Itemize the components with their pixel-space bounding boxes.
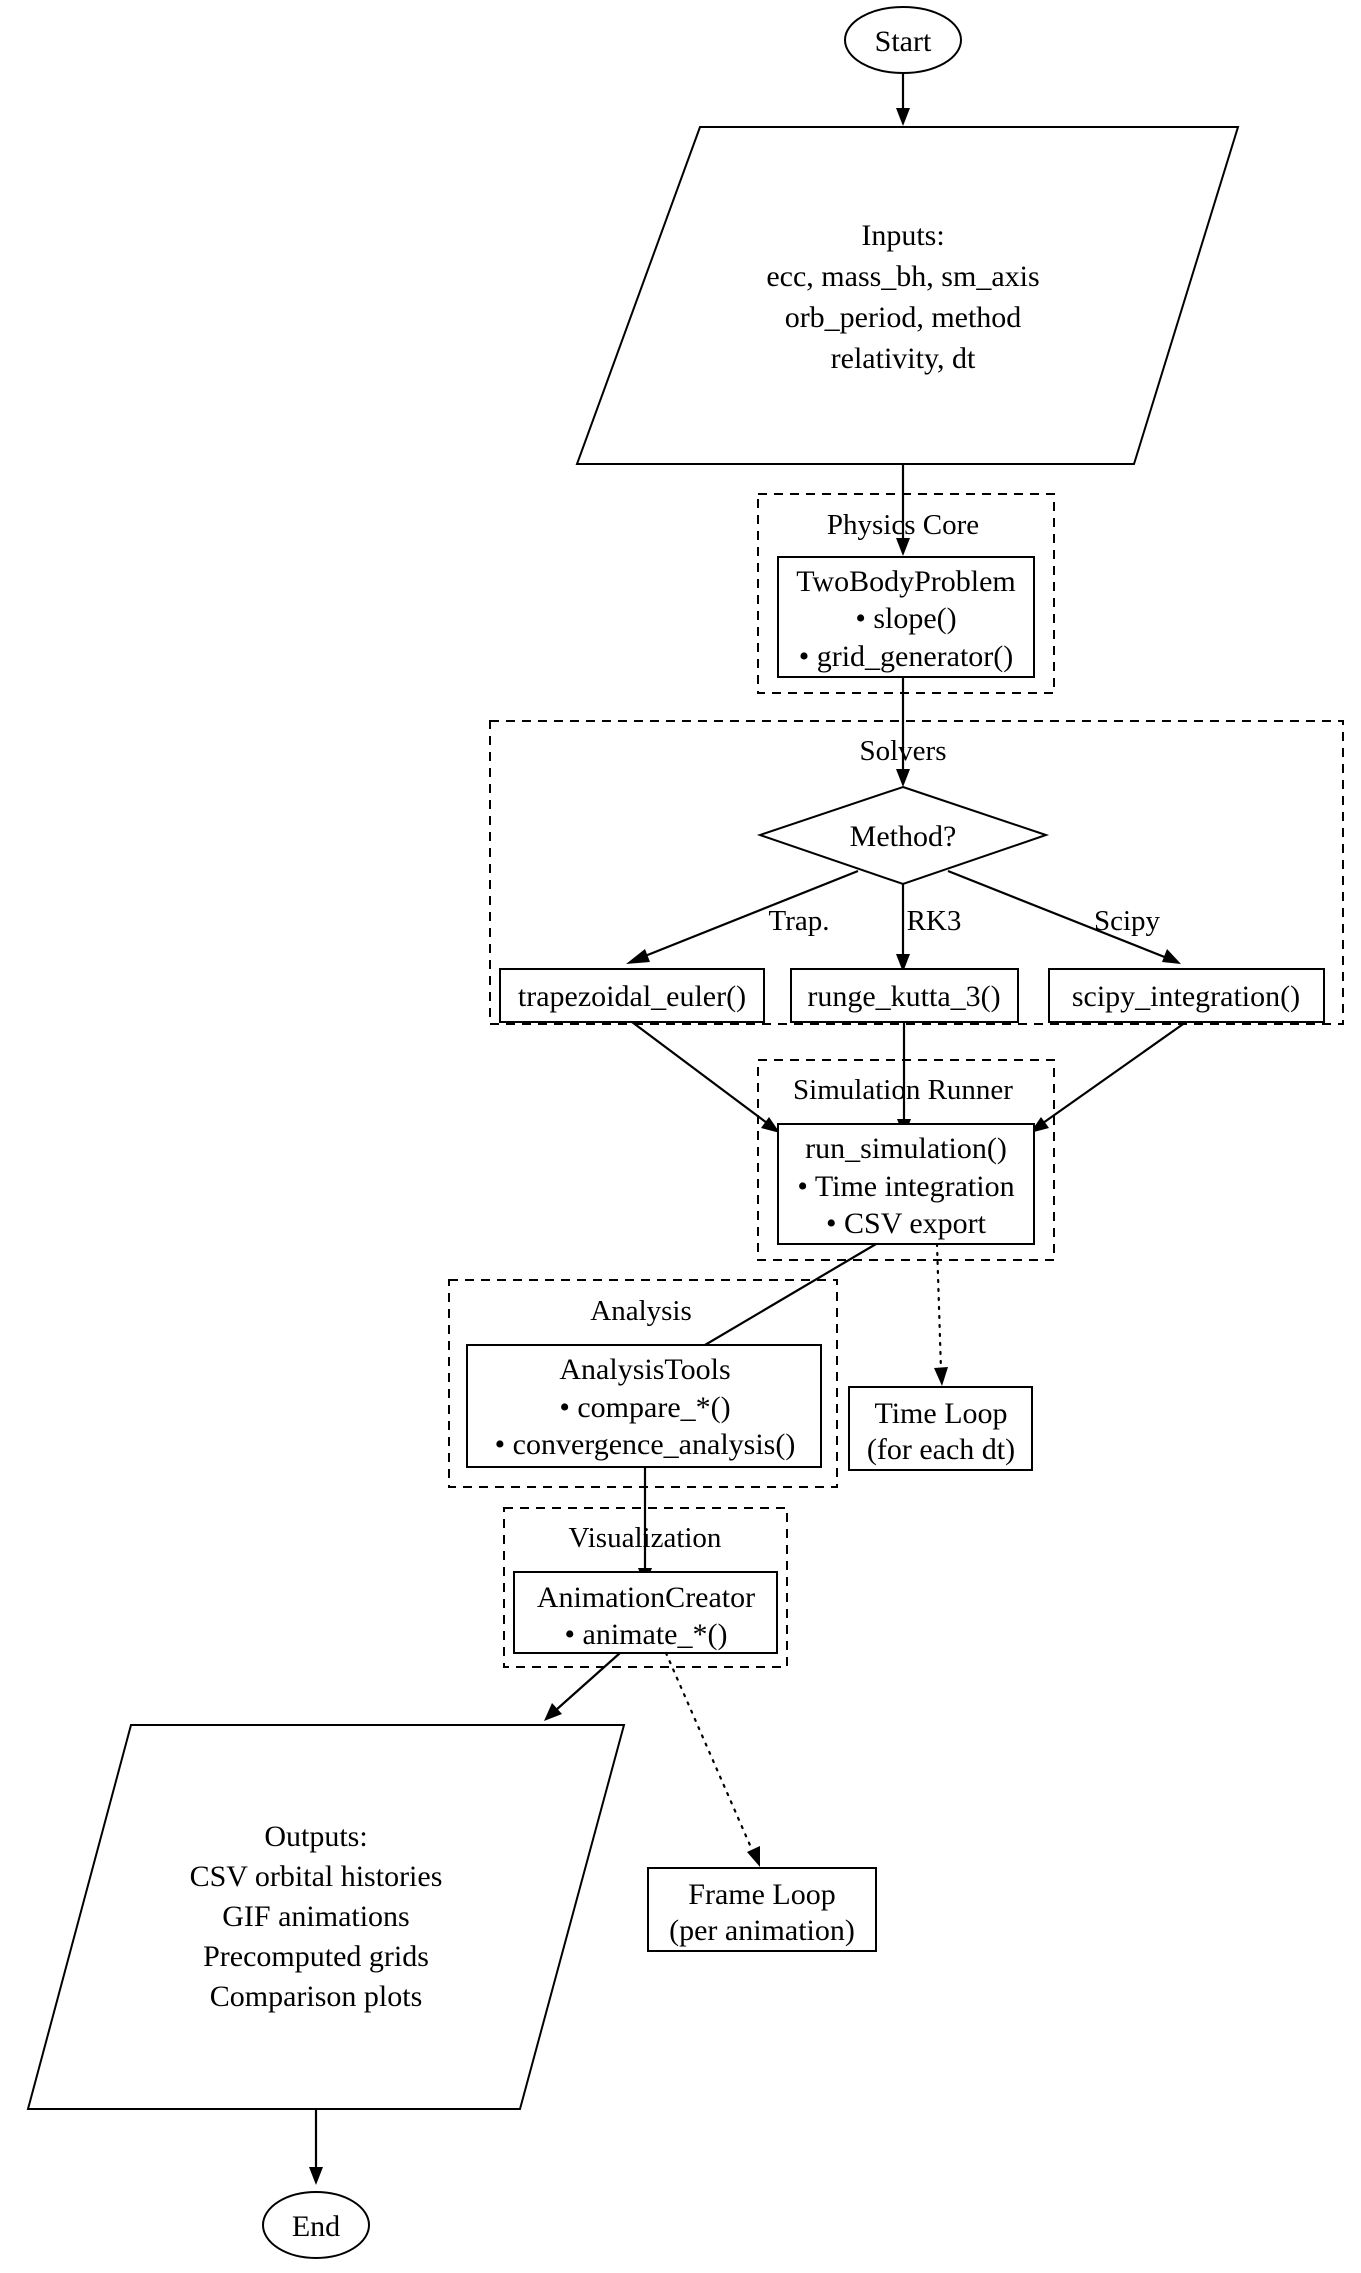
node-outputs[interactable]: Outputs: CSV orbital histories GIF anima… — [26, 1724, 626, 2110]
cluster-visualization: Visualization — [503, 1507, 788, 1668]
arrowhead-icon — [1162, 949, 1181, 964]
method-label: Method? — [850, 820, 957, 853]
scipy-integration-label: scipy_integration() — [1072, 980, 1300, 1013]
visualization-boundary — [503, 1507, 788, 1668]
arrowhead-icon — [896, 954, 910, 972]
arrowhead-icon — [761, 1117, 780, 1133]
scipy-integration-box — [1048, 968, 1325, 1023]
analysis-label: Analysis — [590, 1295, 692, 1327]
edge-label-rk3: RK3 — [907, 905, 962, 937]
start-label: Start — [875, 25, 932, 58]
cluster-solvers: Solvers — [489, 720, 1344, 1025]
arrowhead-icon — [896, 108, 910, 126]
physics-core-label: Physics Core — [827, 509, 979, 541]
runge-kutta-3-label: runge_kutta_3() — [807, 980, 1000, 1013]
runge-kutta-3-box — [790, 968, 1019, 1023]
end-label: End — [292, 2210, 340, 2243]
inputs-line-3: relativity, dt — [831, 342, 976, 375]
node-method-decision[interactable]: Method? — [756, 785, 1050, 886]
node-scipy-integration[interactable]: scipy_integration() — [1048, 968, 1325, 1023]
node-analysis-tools[interactable]: AnalysisTools • compare_*() • convergenc… — [466, 1344, 822, 1468]
end-ellipse — [262, 2191, 370, 2259]
frame-loop-line-1: (per animation) — [669, 1914, 855, 1947]
edge-inputs-to-twobody — [896, 464, 910, 556]
analysis-tools-line-1: • compare_*() — [559, 1391, 730, 1424]
animation-creator-line-0: AnimationCreator — [537, 1581, 755, 1614]
outputs-line-0: Outputs: — [264, 1820, 367, 1853]
outputs-line-2: GIF animations — [222, 1900, 410, 1933]
trapezoidal-euler-box — [499, 968, 765, 1023]
arrowhead-icon — [747, 1846, 760, 1867]
time-loop-line-1: (for each dt) — [867, 1433, 1015, 1466]
run-simulation-box — [777, 1123, 1035, 1245]
cluster-analysis: Analysis — [448, 1279, 838, 1488]
edge-runsim-to-timeloop — [934, 1242, 948, 1386]
node-run-simulation[interactable]: run_simulation() • Time integration • CS… — [777, 1123, 1035, 1245]
time-loop-line-0: Time Loop — [874, 1397, 1007, 1430]
edge-animationcreator-to-outputs — [544, 1652, 621, 1721]
time-loop-box — [848, 1386, 1033, 1471]
analysis-tools-box — [466, 1344, 822, 1468]
frame-loop-line-0: Frame Loop — [688, 1878, 835, 1911]
node-end[interactable]: End — [262, 2191, 370, 2259]
run-simulation-line-2: • CSV export — [826, 1207, 987, 1240]
trapezoidal-euler-label: trapezoidal_euler() — [518, 980, 746, 1013]
animation-creator-line-1: • animate_*() — [565, 1618, 728, 1651]
inputs-line-2: orb_period, method — [785, 301, 1022, 334]
node-start[interactable]: Start — [844, 6, 962, 74]
edge-start-to-inputs — [896, 73, 910, 126]
outputs-line-3: Precomputed grids — [203, 1940, 429, 1973]
arrowhead-icon — [896, 769, 910, 787]
two-body-line-1: • slope() — [855, 602, 956, 635]
physics-core-boundary — [757, 493, 1055, 694]
edge-twobody-to-method — [896, 677, 910, 787]
node-runge-kutta-3[interactable]: runge_kutta_3() — [790, 968, 1019, 1023]
edge-method-to-rungekutta: RK3 — [896, 884, 961, 972]
edge-animationcreator-to-frameloop — [664, 1651, 760, 1867]
frame-loop-box — [647, 1867, 877, 1952]
edge-method-to-scipy: Scipy — [947, 869, 1181, 964]
outputs-parallelogram — [26, 1724, 626, 2110]
two-body-line-0: TwoBodyProblem — [796, 565, 1016, 598]
edge-trapezoidal-to-runsim — [631, 1021, 780, 1133]
arrowhead-icon — [934, 1367, 948, 1386]
two-body-line-2: • grid_generator() — [799, 640, 1014, 673]
solvers-boundary — [489, 720, 1344, 1025]
node-trapezoidal-euler[interactable]: trapezoidal_euler() — [499, 968, 765, 1023]
edge-method-to-trapezoidal: Trap. — [626, 869, 859, 964]
simulation-runner-label: Simulation Runner — [793, 1074, 1013, 1106]
animation-creator-box — [513, 1571, 778, 1654]
two-body-problem-box — [777, 556, 1035, 678]
arrowhead-icon — [309, 2167, 323, 2185]
node-inputs[interactable]: Inputs: ecc, mass_bh, sm_axis orb_period… — [575, 126, 1240, 465]
run-simulation-line-0: run_simulation() — [805, 1132, 1007, 1165]
edge-outputs-to-end — [309, 2109, 323, 2185]
analysis-tools-line-2: • convergence_analysis() — [495, 1428, 796, 1461]
analysis-tools-line-0: AnalysisTools — [559, 1353, 730, 1386]
edge-label-trap: Trap. — [769, 905, 830, 937]
outputs-line-1: CSV orbital histories — [190, 1860, 443, 1893]
inputs-line-1: ecc, mass_bh, sm_axis — [766, 260, 1039, 293]
analysis-boundary — [448, 1279, 838, 1488]
simulation-runner-boundary — [757, 1059, 1055, 1261]
node-animation-creator[interactable]: AnimationCreator • animate_*() — [513, 1571, 778, 1654]
cluster-simulation-runner: Simulation Runner — [757, 1059, 1055, 1261]
arrowhead-icon — [896, 538, 910, 556]
node-frame-loop[interactable]: Frame Loop (per animation) — [647, 1867, 877, 1952]
inputs-line-0: Inputs: — [861, 219, 944, 252]
cluster-physics-core: Physics Core — [757, 493, 1055, 694]
node-time-loop[interactable]: Time Loop (for each dt) — [848, 1386, 1033, 1471]
edge-label-scipy: Scipy — [1094, 905, 1161, 937]
arrowhead-icon — [544, 1703, 562, 1721]
node-two-body-problem[interactable]: TwoBodyProblem • slope() • grid_generato… — [777, 556, 1035, 678]
run-simulation-line-1: • Time integration — [797, 1170, 1014, 1203]
visualization-label: Visualization — [569, 1522, 722, 1554]
outputs-line-4: Comparison plots — [210, 1980, 423, 2013]
inputs-parallelogram — [575, 126, 1240, 465]
arrowhead-icon — [626, 949, 650, 964]
solvers-label: Solvers — [860, 735, 947, 767]
